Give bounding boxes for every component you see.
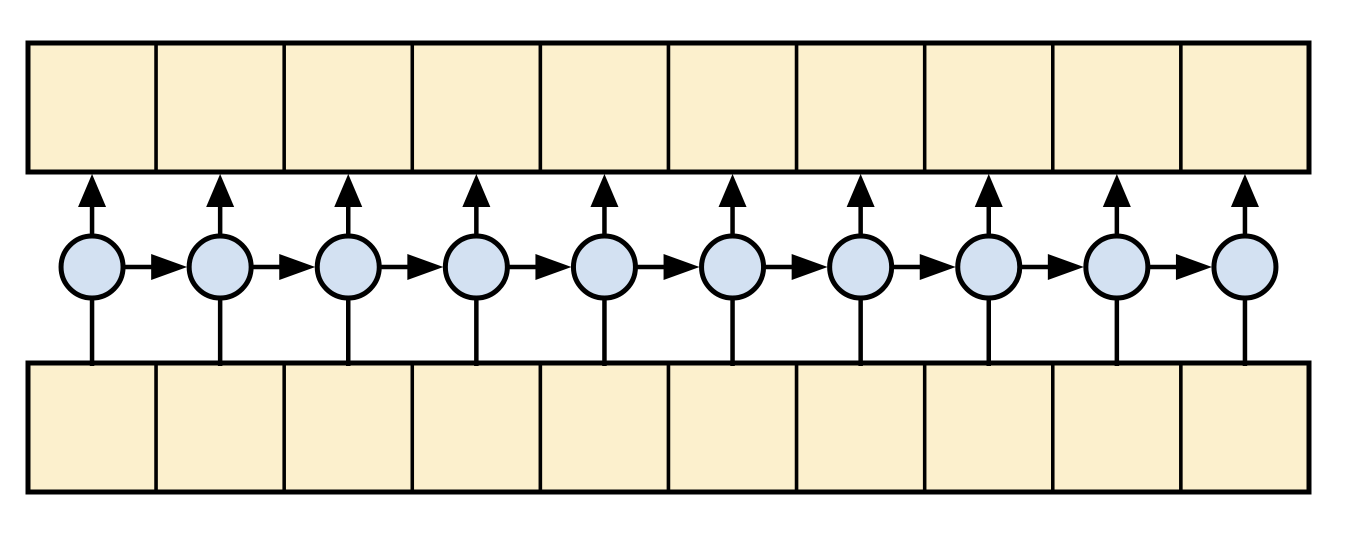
output-cell: [666, 41, 799, 174]
recurrent-arrowhead-icon: [151, 254, 188, 280]
input-cell: [154, 361, 286, 494]
output-cell: [282, 41, 415, 174]
output-arrowhead-icon: [462, 174, 491, 207]
output-cell: [154, 41, 286, 174]
input-row-frame: [25, 360, 1312, 495]
output-arrowhead-icon: [718, 174, 747, 207]
output-cell: [794, 41, 927, 174]
output-cell: [1179, 41, 1311, 174]
hidden-state-node: [186, 233, 254, 301]
recurrent-arrowhead-icon: [1047, 254, 1084, 280]
output-arrowhead-icon: [206, 174, 235, 207]
output-arrowhead-icon: [78, 174, 107, 207]
output-row-frame: [25, 40, 1312, 175]
input-cell: [410, 361, 543, 494]
recurrent-arrowhead-icon: [535, 254, 572, 280]
recurrent-arrowhead-icon: [663, 254, 700, 280]
hidden-state-node: [570, 233, 638, 301]
output-arrowhead-icon: [974, 174, 1003, 207]
hidden-state-node: [1211, 233, 1279, 301]
input-cell: [794, 361, 927, 494]
input-cell: [922, 361, 1055, 494]
hidden-state-node: [827, 233, 895, 301]
output-cell: [410, 41, 543, 174]
input-cell: [1179, 361, 1311, 494]
output-arrowhead-icon: [1102, 174, 1131, 207]
hidden-state-node: [699, 233, 767, 301]
output-cell: [1051, 41, 1183, 174]
hidden-state-node: [314, 233, 382, 301]
output-cell: [922, 41, 1055, 174]
recurrent-arrowhead-icon: [1175, 254, 1212, 280]
input-cell: [666, 361, 799, 494]
recurrent-arrowhead-icon: [407, 254, 444, 280]
hidden-state-node: [955, 233, 1023, 301]
input-cell: [282, 361, 415, 494]
hidden-state-node: [1083, 233, 1151, 301]
input-cell: [26, 361, 158, 494]
recurrent-arrowhead-icon: [919, 254, 956, 280]
output-cell: [26, 41, 158, 174]
recurrent-arrowhead-icon: [791, 254, 828, 280]
recurrent-arrowhead-icon: [279, 254, 316, 280]
output-arrowhead-icon: [334, 174, 363, 207]
input-cell: [1051, 361, 1183, 494]
hidden-state-node: [58, 233, 126, 301]
output-arrowhead-icon: [590, 174, 619, 207]
output-cell: [538, 41, 671, 174]
hidden-state-node: [442, 233, 510, 301]
input-cell: [538, 361, 671, 494]
output-arrowhead-icon: [846, 174, 875, 207]
output-arrowhead-icon: [1230, 174, 1259, 207]
